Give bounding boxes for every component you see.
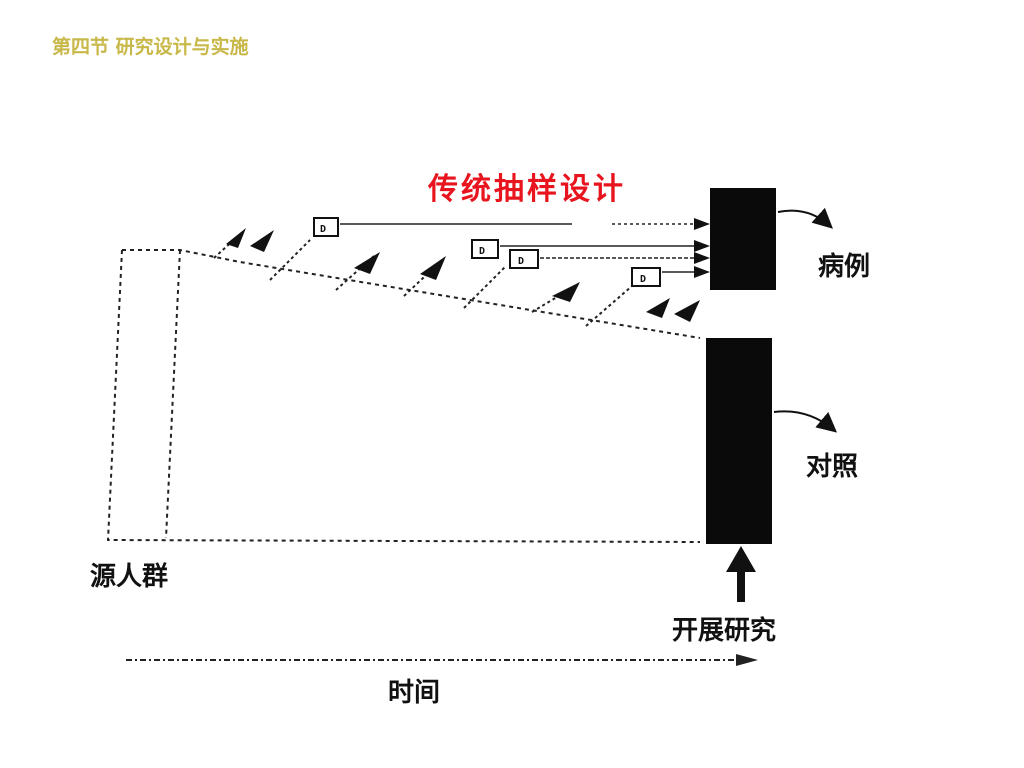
case-follow-lines (340, 223, 702, 273)
cases-bar (710, 188, 776, 290)
event-box-1-label: D (320, 224, 326, 235)
event-box-2: D (471, 239, 499, 259)
time-label: 时间 (388, 678, 441, 708)
event-box-3: D (509, 249, 539, 269)
event-box-1: D (313, 217, 339, 237)
controls-label: 对照 (806, 452, 859, 482)
event-box-3-label: D (518, 256, 524, 267)
controls-curve-arrow (773, 410, 838, 433)
cases-curve-arrow (777, 207, 833, 229)
event-box-4-label: D (640, 274, 646, 285)
slide-header-title: 第四节 研究设计与实施 (52, 36, 249, 58)
sampling-arrowheads (226, 228, 700, 322)
sampling-rays (213, 235, 633, 327)
event-box-4: D (631, 267, 661, 287)
case-entry-arrowheads (694, 218, 710, 278)
source-population-outline (106, 249, 701, 543)
controls-bar (706, 338, 772, 544)
event-box-2-label: D (479, 246, 485, 257)
diagram-title: 传统抽样设计 (428, 172, 626, 207)
start-study-label: 开展研究 (672, 616, 777, 646)
time-axis-arrow (126, 654, 758, 666)
start-study-arrow (726, 546, 756, 602)
source-population-label: 源人群 (90, 562, 169, 592)
cases-label: 病例 (818, 252, 871, 282)
